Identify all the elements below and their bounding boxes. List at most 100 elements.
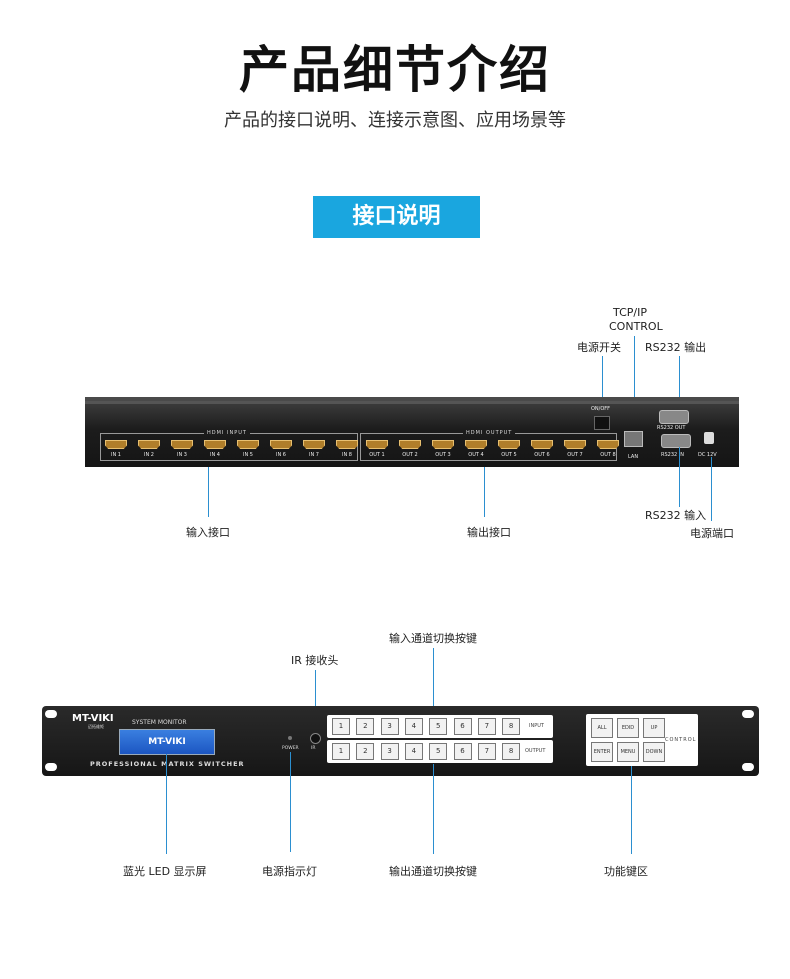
- input-key-6[interactable]: 6: [453, 718, 472, 735]
- input-keys-callout-label: 输入通道切换按键: [389, 632, 477, 645]
- output-key-1[interactable]: 1: [332, 743, 350, 760]
- hdmi-out-port-label: OUT 2: [402, 452, 418, 458]
- ir-callout-label: IR 接收头: [291, 654, 339, 667]
- output-keys-callout-label: 输出通道切换按键: [389, 865, 477, 878]
- output-key-7[interactable]: 7: [477, 743, 496, 760]
- hdmi-out-port[interactable]: [465, 440, 487, 449]
- hdmi-out-port-label: OUT 5: [501, 452, 517, 458]
- dc-power-port[interactable]: [704, 432, 714, 444]
- output-row-label: OUTPUT: [525, 748, 546, 754]
- hdmi-out-port[interactable]: [597, 440, 619, 449]
- hdmi-input-group-title: HDMI INPUT: [204, 430, 250, 436]
- input-key-5[interactable]: 5: [429, 718, 448, 735]
- callout-line: [679, 356, 680, 408]
- rs232-out-callout-label: RS232 输出: [645, 341, 707, 354]
- hdmi-out-port-label: OUT 3: [435, 452, 451, 458]
- section-badge: 接口说明: [313, 196, 480, 238]
- rs232-out-port[interactable]: [659, 410, 689, 424]
- ir-label: IR: [311, 746, 316, 751]
- control-key-down[interactable]: DOWN: [643, 742, 665, 762]
- output-key-4[interactable]: 4: [404, 743, 423, 760]
- callout-line: [433, 764, 434, 854]
- callout-line: [290, 752, 291, 852]
- rack-ear-hole: [742, 763, 754, 771]
- hdmi-in-port[interactable]: [138, 440, 160, 449]
- hdmi-in-port[interactable]: [336, 440, 358, 449]
- callout-line: [634, 336, 635, 430]
- control-key-up[interactable]: UP: [643, 718, 665, 738]
- callout-line: [484, 467, 485, 517]
- hdmi-out-port[interactable]: [432, 440, 454, 449]
- hdmi-out-port[interactable]: [531, 440, 553, 449]
- input-key-7[interactable]: 7: [477, 718, 496, 735]
- hdmi-in-port[interactable]: [237, 440, 259, 449]
- hdmi-out-port[interactable]: [366, 440, 388, 449]
- hdmi-in-port[interactable]: [270, 440, 292, 449]
- hdmi-in-port-label: IN 2: [144, 452, 154, 458]
- hdmi-in-port[interactable]: [105, 440, 127, 449]
- callout-line: [679, 447, 680, 507]
- control-label: CONTROL: [665, 737, 697, 743]
- control-key-all[interactable]: ALL: [591, 718, 613, 738]
- rs232-in-callout-label: RS232 输入: [645, 509, 707, 522]
- lan-label: LAN: [628, 454, 639, 460]
- lan-port[interactable]: [624, 431, 643, 447]
- hdmi-in-port-label: IN 1: [111, 452, 121, 458]
- input-key-1[interactable]: 1: [332, 718, 350, 735]
- page-subtitle: 产品的接口说明、连接示意图、应用场景等: [224, 110, 566, 131]
- input-key-4[interactable]: 4: [404, 718, 423, 735]
- hdmi-out-port[interactable]: [564, 440, 586, 449]
- hdmi-in-port[interactable]: [204, 440, 226, 449]
- output-key-8[interactable]: 8: [502, 743, 521, 760]
- brand-subtitle: 迈拓维矩: [88, 724, 104, 729]
- output-key-6[interactable]: 6: [453, 743, 472, 760]
- hdmi-out-port-label: OUT 8: [600, 452, 616, 458]
- power-led: [288, 736, 292, 740]
- tcpip-callout-label: TCP/IP: [613, 306, 647, 319]
- tcpip-callout-label2: CONTROL: [609, 320, 663, 333]
- hdmi-in-port[interactable]: [171, 440, 193, 449]
- output-key-3[interactable]: 3: [380, 743, 399, 760]
- input-key-2[interactable]: 2: [356, 718, 375, 735]
- callout-line: [602, 356, 603, 406]
- callout-line: [166, 754, 167, 854]
- output-key-5[interactable]: 5: [429, 743, 448, 760]
- hdmi-input-callout-label: 输入接口: [186, 526, 230, 539]
- hdmi-out-port-label: OUT 1: [369, 452, 385, 458]
- hdmi-in-port-label: IN 7: [309, 452, 319, 458]
- control-key-edid[interactable]: EDID: [617, 718, 639, 738]
- power-led-callout-label: 电源指示灯: [262, 865, 317, 878]
- rs232-in-port[interactable]: [661, 434, 691, 448]
- input-key-3[interactable]: 3: [380, 718, 399, 735]
- hdmi-output-group-title: HDMI OUTPUT: [463, 430, 516, 436]
- power-switch[interactable]: [594, 416, 610, 430]
- power-switch-callout-label: 电源开关: [577, 341, 621, 354]
- rear-panel-lip: [85, 397, 739, 403]
- brand-logo: MT-VIKI: [72, 713, 114, 724]
- input-key-8[interactable]: 8: [502, 718, 521, 735]
- hdmi-in-port-label: IN 6: [276, 452, 286, 458]
- hdmi-in-port[interactable]: [303, 440, 325, 449]
- control-key-enter[interactable]: ENTER: [591, 742, 613, 762]
- rs232-out-label: RS232 OUT: [657, 425, 686, 431]
- rack-ear-hole: [742, 710, 754, 718]
- function-keys-callout-label: 功能键区: [604, 865, 648, 878]
- hdmi-in-port-label: IN 4: [210, 452, 220, 458]
- dc-port-callout-label: 电源端口: [690, 527, 734, 540]
- control-key-menu[interactable]: MENU: [617, 742, 639, 762]
- rack-ear-hole: [45, 710, 57, 718]
- output-key-2[interactable]: 2: [356, 743, 375, 760]
- hdmi-out-port-label: OUT 7: [567, 452, 583, 458]
- hdmi-in-port-label: IN 3: [177, 452, 187, 458]
- hdmi-output-callout-label: 输出接口: [467, 526, 511, 539]
- lcd-callout-label: 蓝光 LED 显示屏: [123, 865, 207, 878]
- model-label: PROFESSIONAL MATRIX SWITCHER: [90, 760, 245, 768]
- system-monitor-label: SYSTEM MONITOR: [132, 719, 187, 726]
- hdmi-in-port-label: IN 8: [342, 452, 352, 458]
- hdmi-out-port[interactable]: [498, 440, 520, 449]
- power-switch-label: ON/OFF: [591, 406, 611, 412]
- input-row-label: INPUT: [529, 723, 544, 729]
- callout-line: [208, 467, 209, 517]
- callout-line: [433, 648, 434, 712]
- hdmi-out-port[interactable]: [399, 440, 421, 449]
